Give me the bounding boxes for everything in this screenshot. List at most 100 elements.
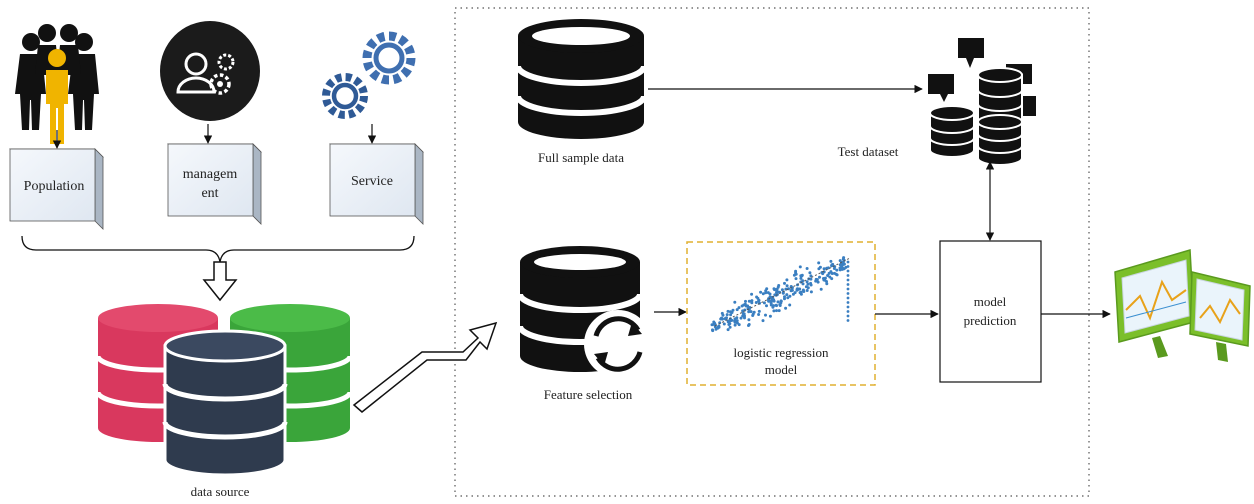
- scatter-point: [801, 282, 805, 286]
- scatter-point: [802, 290, 806, 293]
- scatter-point: [741, 309, 745, 313]
- service-label: Service: [351, 174, 393, 189]
- scatter-point: [751, 314, 755, 317]
- monitors-icon: [1114, 249, 1251, 362]
- scatter-point: [846, 265, 850, 268]
- scatter-point: [846, 274, 850, 277]
- scatter-point: [733, 320, 737, 324]
- scatter-point: [800, 274, 804, 278]
- regression-label-line1: logistic regression: [734, 345, 829, 360]
- people-group-icon: [15, 24, 99, 144]
- scatter-point: [743, 314, 746, 318]
- scatter-point: [764, 313, 767, 317]
- scatter-point: [744, 299, 747, 303]
- scatter-point: [743, 302, 747, 306]
- model-prediction-label-line1: model: [974, 294, 1007, 309]
- model-prediction-box: [939, 240, 1042, 383]
- management-label-line2: ent: [201, 186, 218, 201]
- hollow-down-arrow: [202, 261, 238, 302]
- scatter-point: [757, 313, 761, 316]
- scatter-point: [757, 309, 761, 313]
- scatter-point: [846, 305, 850, 309]
- scatter-point: [726, 309, 730, 313]
- scatter-point: [754, 301, 758, 304]
- scatter-point: [785, 278, 789, 282]
- scatter-point: [833, 271, 836, 275]
- management-box: managem ent: [167, 143, 262, 225]
- scatter-point: [750, 292, 754, 296]
- scatter-point: [747, 306, 751, 310]
- scatter-point: [775, 304, 778, 308]
- scatter-point: [790, 288, 794, 292]
- scatter-point: [805, 289, 809, 292]
- scatter-point: [777, 309, 781, 313]
- scatter-point: [769, 303, 773, 307]
- scatter-point: [846, 310, 850, 313]
- scatter-point: [846, 283, 850, 286]
- regression-label-line2: model: [765, 362, 798, 377]
- scatter-point: [784, 306, 788, 310]
- scatter-point: [733, 323, 737, 327]
- scatter-point: [825, 266, 829, 270]
- scatter-point: [747, 318, 751, 322]
- scatter-point: [798, 287, 802, 291]
- test-dataset-label: Test dataset: [838, 144, 899, 159]
- feature-selection-database-icon: [517, 246, 652, 378]
- scatter-point: [814, 279, 818, 283]
- scatter-point: [764, 291, 768, 295]
- scatter-point: [762, 301, 766, 305]
- regression-fit-line: [714, 257, 851, 327]
- scatter-point: [846, 301, 850, 304]
- scatter-point: [725, 313, 729, 317]
- population-label: Population: [24, 179, 85, 194]
- scatter-point: [772, 299, 776, 303]
- scatter-point: [841, 266, 845, 270]
- scatter-point: [846, 260, 850, 264]
- scatter-point: [785, 293, 789, 297]
- regression-model-box: [686, 241, 876, 386]
- scatter-point: [826, 274, 830, 277]
- scatter-point: [740, 304, 744, 308]
- scatter-point: [737, 323, 741, 327]
- scatter-point: [752, 310, 756, 314]
- scatter-point: [779, 299, 783, 303]
- scatter-point: [776, 300, 780, 304]
- scatter-point: [846, 319, 850, 322]
- scatter-point: [749, 310, 753, 314]
- scatter-point: [842, 262, 846, 266]
- scatter-point: [761, 319, 765, 323]
- scatter-point: [730, 311, 734, 314]
- scatter-point: [846, 269, 850, 273]
- scatter-point: [731, 308, 735, 312]
- full-sample-database-icon: [515, 19, 647, 139]
- scatter-point: [716, 326, 720, 330]
- stacked-databases-icon: [95, 304, 353, 477]
- scatter-point: [786, 296, 790, 300]
- scatter-point: [799, 276, 803, 280]
- feature-selection-label: Feature selection: [544, 387, 633, 402]
- scatter-point: [777, 284, 781, 287]
- scatter-point: [775, 287, 779, 291]
- scatter-point: [747, 323, 751, 326]
- scatter-point: [783, 295, 786, 299]
- management-person-gears-icon: [160, 21, 260, 121]
- scatter-point: [771, 305, 775, 309]
- scatter-point: [775, 309, 778, 313]
- scatter-point: [772, 309, 776, 313]
- scatter-point: [825, 282, 829, 286]
- scatter-point: [795, 288, 799, 292]
- scatter-point: [809, 277, 813, 281]
- scatter-point: [747, 310, 751, 314]
- scatter-point: [733, 300, 737, 304]
- scatter-point: [829, 259, 833, 263]
- scatter-point: [778, 304, 782, 307]
- scatter-point: [750, 299, 754, 303]
- scatter-point: [805, 280, 809, 284]
- scatter-point: [723, 317, 727, 321]
- scatter-point: [838, 259, 842, 263]
- population-box: Population: [9, 148, 104, 230]
- scatter-point: [809, 274, 813, 278]
- scatter-point: [718, 321, 722, 325]
- scatter-point: [780, 288, 784, 292]
